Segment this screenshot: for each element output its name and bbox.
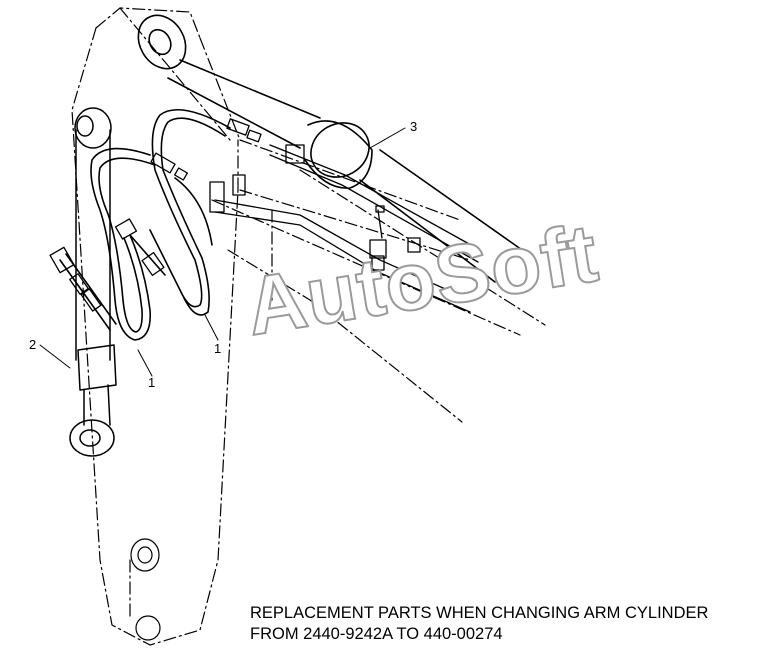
hose-fittings: [49, 118, 262, 312]
hose-1-right: [149, 108, 231, 316]
boom-pivot-lower: [130, 538, 161, 641]
pipe-line: [209, 144, 481, 313]
hose-1-left: [59, 147, 166, 341]
caption-line-1: REPLACEMENT PARTS WHEN CHANGING ARM CYLI…: [250, 604, 709, 622]
callout-1-right: 1: [214, 341, 222, 356]
callout-3: 3: [410, 119, 418, 134]
arm-cylinder: [69, 107, 117, 457]
leader-lines: [39, 127, 406, 377]
diagram-caption: REPLACEMENT PARTS WHEN CHANGING ARM CYLI…: [250, 603, 708, 645]
callout-1-left: 1: [148, 375, 156, 390]
caption-line-2: FROM 2440-9242A TO 440-00274: [250, 625, 503, 643]
boom-outline: [71, 7, 546, 646]
callout-2: 2: [29, 337, 37, 352]
boom-cylinder: [137, 14, 526, 283]
